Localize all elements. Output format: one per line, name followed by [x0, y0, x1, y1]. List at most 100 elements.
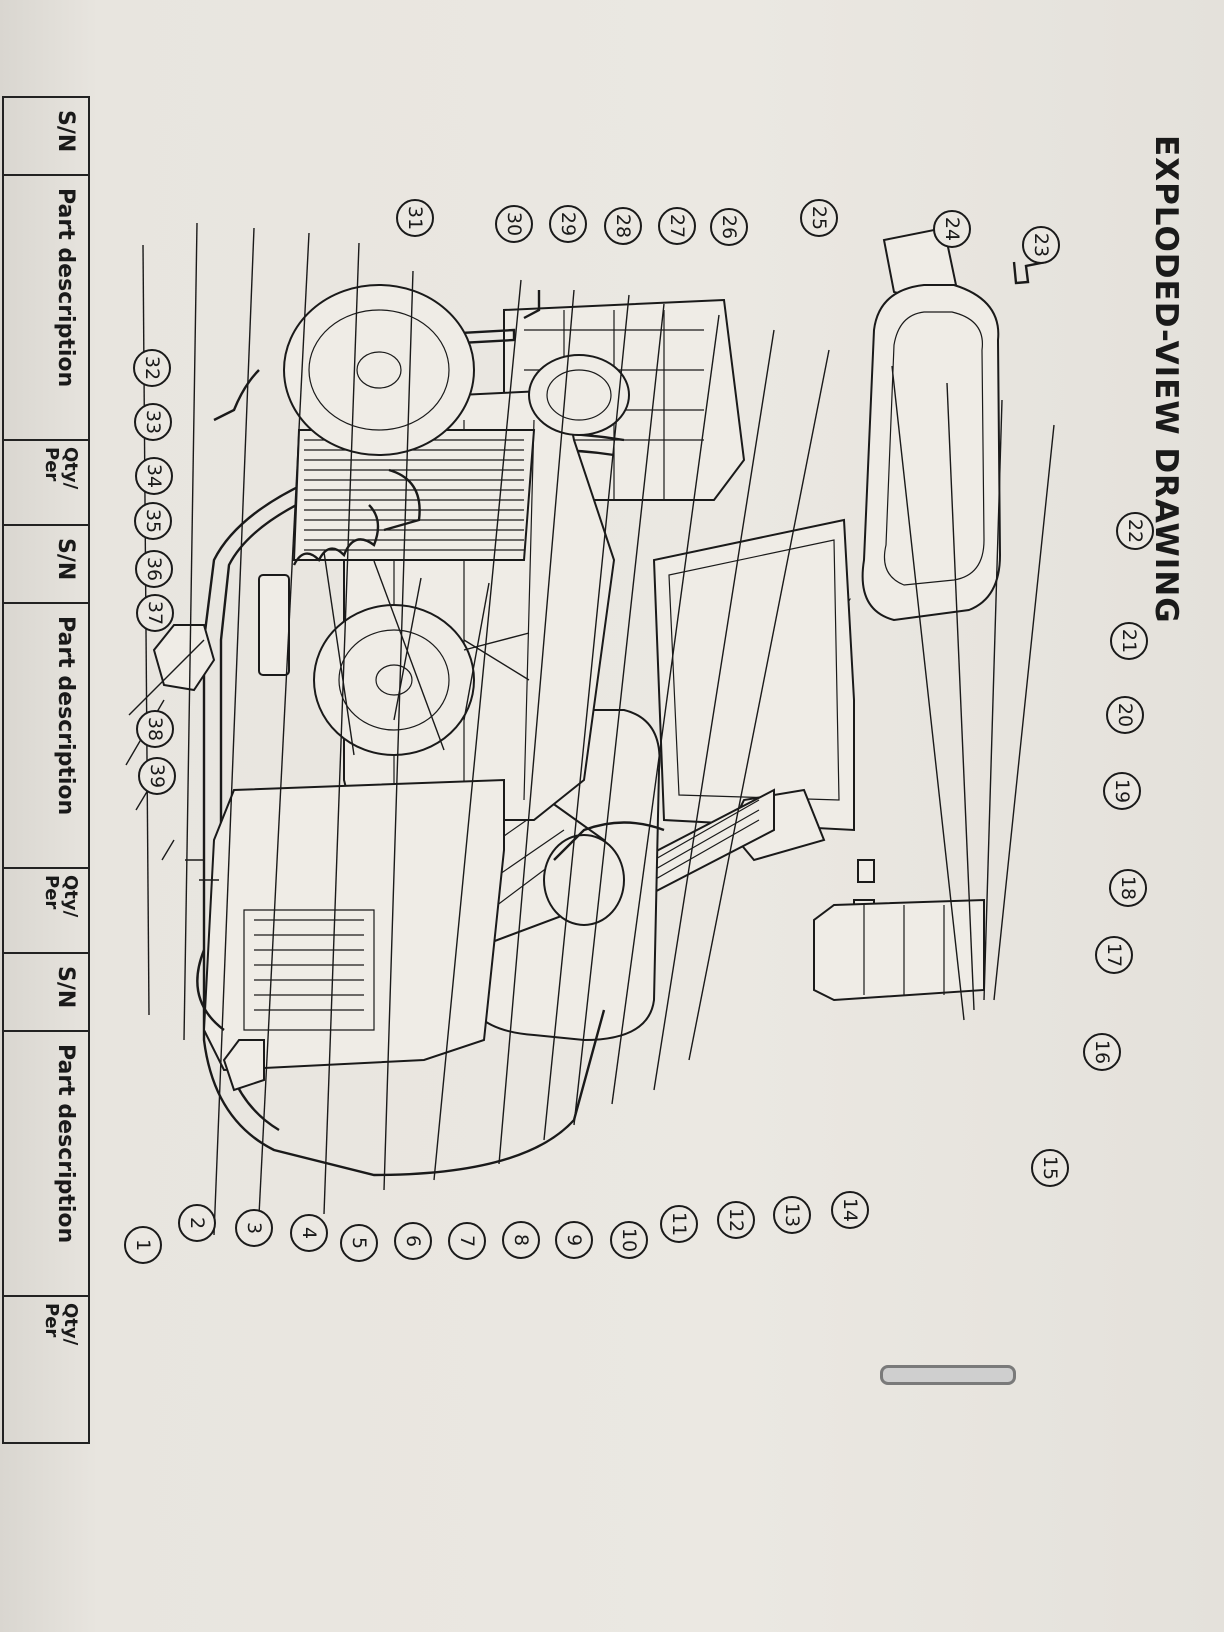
svg-text:35: 35 [142, 509, 164, 533]
svg-text:14: 14 [839, 1198, 861, 1222]
callout-34: 34 [135, 457, 173, 495]
callout-4: 4 [290, 1214, 328, 1252]
callout-8: 8 [502, 1221, 540, 1259]
svg-text:2: 2 [186, 1217, 208, 1229]
header-per-label: Per [41, 447, 62, 482]
svg-text:28: 28 [612, 214, 634, 238]
header-part-description: Part description [3, 1031, 89, 1296]
callout-17: 17 [1095, 936, 1133, 974]
header-qty-label: Qty/ [60, 447, 81, 490]
svg-text:33: 33 [142, 410, 164, 434]
callout-13: 13 [773, 1196, 811, 1234]
svg-text:21: 21 [1118, 629, 1140, 653]
callout-21: 21 [1110, 622, 1148, 660]
callout-19: 19 [1103, 772, 1141, 810]
svg-text:13: 13 [781, 1203, 803, 1227]
parts-table-header: S/N Part description Qty/Per S/N Part de… [2, 96, 90, 1444]
svg-text:12: 12 [725, 1208, 747, 1232]
part-outlines [152, 226, 1051, 1177]
callout-14: 14 [831, 1191, 869, 1229]
header-per-label: Per [41, 1303, 62, 1338]
callout-39: 39 [138, 757, 176, 795]
svg-text:1: 1 [132, 1239, 154, 1251]
callout-23: 23 [1022, 226, 1060, 264]
svg-text:27: 27 [666, 214, 688, 238]
callout-18: 18 [1109, 869, 1147, 907]
svg-text:26: 26 [718, 215, 740, 239]
svg-text:11: 11 [668, 1212, 690, 1236]
svg-text:7: 7 [456, 1235, 478, 1247]
header-qty-per: Qty/Per [3, 868, 89, 953]
svg-text:20: 20 [1114, 703, 1136, 727]
svg-text:5: 5 [348, 1237, 370, 1249]
svg-text:6: 6 [402, 1235, 424, 1247]
svg-text:32: 32 [141, 356, 163, 380]
svg-text:8: 8 [510, 1234, 532, 1246]
callout-12: 12 [717, 1201, 755, 1239]
svg-text:18: 18 [1117, 876, 1139, 900]
svg-text:9: 9 [563, 1234, 585, 1246]
callout-22: 22 [1116, 512, 1154, 550]
callout-7: 7 [448, 1222, 486, 1260]
header-sn: S/N [3, 953, 89, 1031]
callout-6: 6 [394, 1222, 432, 1260]
svg-text:34: 34 [143, 464, 165, 488]
svg-text:17: 17 [1103, 943, 1125, 967]
callout-10: 10 [610, 1221, 648, 1259]
callout-15: 15 [1031, 1149, 1069, 1187]
svg-text:31: 31 [404, 206, 426, 230]
header-qty-per: Qty/Per [3, 1296, 89, 1443]
svg-text:15: 15 [1039, 1156, 1061, 1180]
header-per-label: Per [41, 875, 62, 910]
callout-26: 26 [710, 208, 748, 246]
svg-text:10: 10 [618, 1228, 640, 1252]
callout-36: 36 [135, 550, 173, 588]
header-qty-per: Qty/Per [3, 440, 89, 525]
callout-29: 29 [549, 205, 587, 243]
header-qty-label: Qty/ [60, 1303, 81, 1346]
callout-1: 1 [124, 1226, 162, 1264]
callout-9: 9 [555, 1221, 593, 1259]
svg-text:19: 19 [1111, 779, 1133, 803]
callout-33: 33 [134, 403, 172, 441]
header-part-description: Part description [3, 603, 89, 868]
callout-35: 35 [134, 502, 172, 540]
table-header-row: S/N Part description Qty/Per S/N Part de… [3, 97, 89, 1443]
header-qty-label: Qty/ [60, 875, 81, 918]
svg-text:25: 25 [808, 206, 830, 230]
svg-text:38: 38 [144, 717, 166, 741]
header-sn: S/N [3, 97, 89, 175]
callout-16: 16 [1083, 1033, 1121, 1071]
binder-staple [880, 1365, 1016, 1385]
callout-30: 30 [495, 205, 533, 243]
svg-text:23: 23 [1030, 233, 1052, 257]
callout-3: 3 [235, 1209, 273, 1247]
callout-25: 25 [800, 199, 838, 237]
callout-37: 37 [136, 594, 174, 632]
callout-31: 31 [396, 199, 434, 237]
callout-24: 24 [933, 210, 971, 248]
header-sn: S/N [3, 525, 89, 603]
svg-text:37: 37 [144, 601, 166, 625]
callout-28: 28 [604, 207, 642, 245]
svg-text:22: 22 [1124, 519, 1146, 543]
callout-5: 5 [340, 1224, 378, 1262]
svg-text:16: 16 [1091, 1040, 1113, 1064]
svg-text:36: 36 [143, 557, 165, 581]
svg-text:30: 30 [503, 212, 525, 236]
callout-11: 11 [660, 1205, 698, 1243]
svg-text:24: 24 [941, 217, 963, 241]
svg-text:29: 29 [557, 212, 579, 236]
callout-38: 38 [136, 710, 174, 748]
callout-20: 20 [1106, 696, 1144, 734]
svg-text:3: 3 [243, 1222, 265, 1234]
callout-2: 2 [178, 1204, 216, 1242]
svg-text:4: 4 [298, 1227, 320, 1239]
header-part-description: Part description [3, 175, 89, 440]
callout-32: 32 [133, 349, 171, 387]
callout-27: 27 [658, 207, 696, 245]
svg-text:39: 39 [146, 764, 168, 788]
